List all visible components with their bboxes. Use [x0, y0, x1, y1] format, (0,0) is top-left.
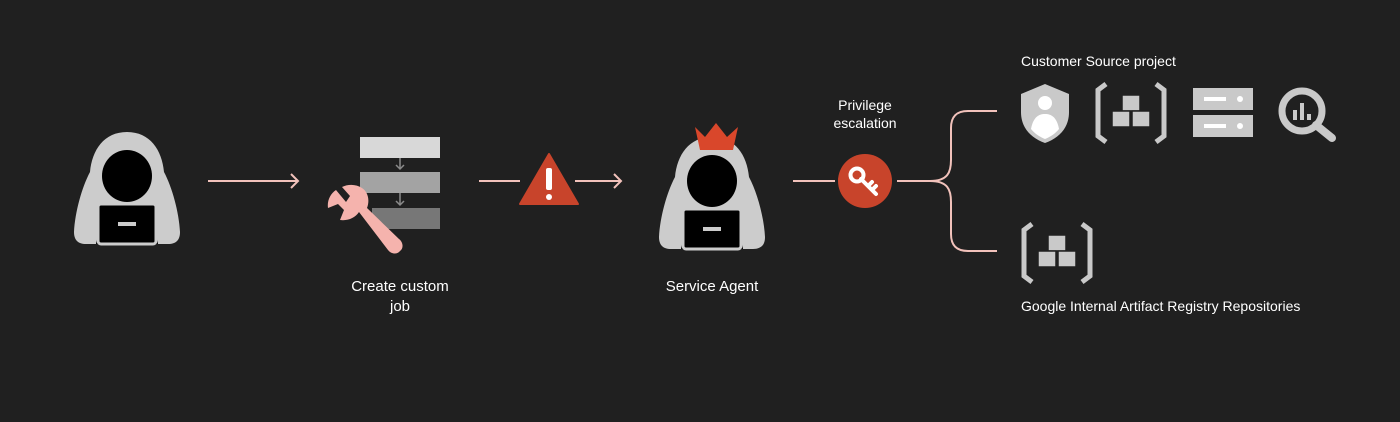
crown-icon — [695, 123, 738, 150]
create-job-label-line2: job — [389, 298, 411, 315]
arrow-attacker-to-job — [208, 173, 300, 189]
internal-artifact-registry-icon — [1021, 222, 1093, 284]
google-internal-label: Google Internal Artifact Registry Reposi… — [1021, 298, 1301, 314]
privilege-escalation-label: Privilege escalation — [815, 96, 915, 132]
create-job-label-line1: Create custom — [351, 278, 449, 295]
privilege-label-line1: Privilege — [838, 97, 892, 113]
create-job-label: Create custom job — [330, 277, 470, 317]
bigquery-icon — [1278, 87, 1336, 142]
privilege-label-line2: escalation — [833, 115, 897, 131]
arrow-job-to-agent — [479, 173, 623, 189]
customer-project-label: Customer Source project — [1021, 53, 1176, 69]
artifact-registry-icon — [1095, 82, 1167, 144]
key-icon — [838, 154, 892, 208]
wrench-icon — [327, 184, 403, 254]
warning-icon — [519, 153, 579, 205]
iam-shield-icon — [1021, 84, 1069, 143]
storage-icon — [1193, 88, 1253, 137]
service-agent-icon — [659, 137, 765, 251]
branch-brace — [929, 110, 997, 252]
service-agent-label: Service Agent — [665, 278, 759, 295]
attacker-icon — [74, 132, 180, 246]
custom-job-icon — [360, 137, 440, 229]
